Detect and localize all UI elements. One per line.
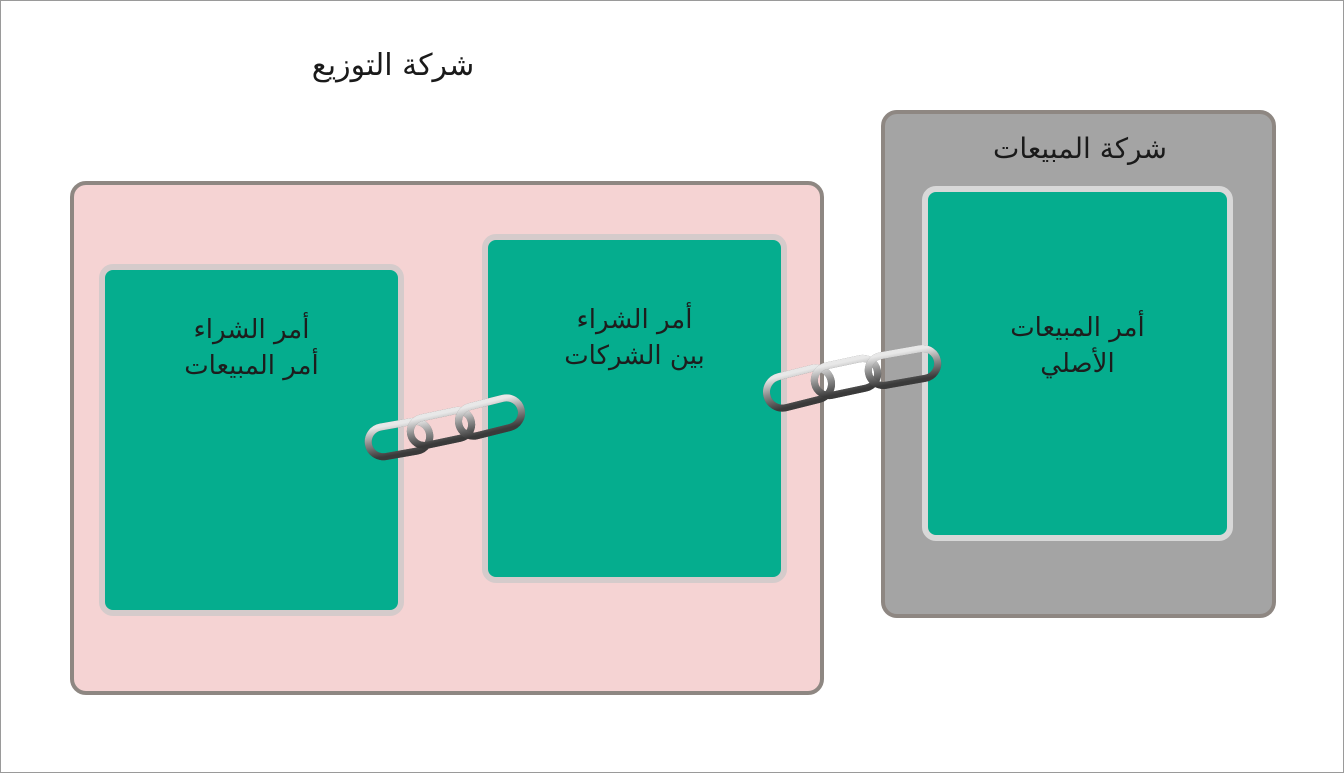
purchase-sales-order-box: أمر الشراء أمر المبيعات <box>99 264 404 616</box>
original-line: الأصلي <box>1040 349 1115 379</box>
original-sales-order-box: أمر المبيعات الأصلي <box>922 186 1233 541</box>
original-sales-order-label: أمر المبيعات الأصلي <box>928 310 1227 382</box>
purchase-order-line: أمر الشراء <box>193 315 310 345</box>
intercompany-purchase-order-label: أمر الشراء بين الشركات <box>488 302 781 374</box>
sales-order-line: أمر المبيعات <box>184 351 319 381</box>
purchase-order-line: أمر الشراء <box>576 305 693 335</box>
sales-order-line: أمر المبيعات <box>1010 313 1145 343</box>
sales-company-title: شركة المبيعات <box>993 132 1167 165</box>
distribution-company-title: شركة التوزيع <box>311 48 475 83</box>
chain-link-icon <box>364 394 525 461</box>
intercompany-line: بين الشركات <box>564 341 705 371</box>
purchase-sales-order-label: أمر الشراء أمر المبيعات <box>105 312 398 384</box>
chain-link-icon <box>763 345 942 412</box>
